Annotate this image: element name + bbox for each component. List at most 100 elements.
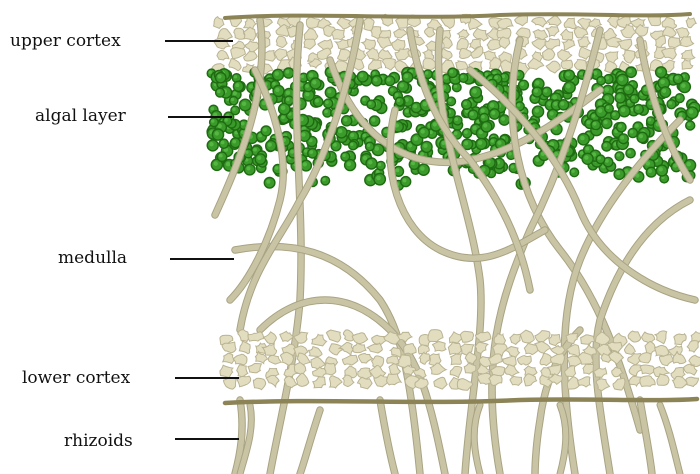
algal-cell-highlight: [281, 106, 286, 111]
algal-cell-highlight: [387, 78, 391, 82]
algal-cell-highlight: [324, 110, 328, 114]
lower-cortex-cell: [264, 332, 277, 344]
lower-cortex-cell: [489, 375, 502, 386]
algal-cell-highlight: [620, 136, 624, 140]
lower-cortex-cell: [239, 341, 250, 353]
algal-cell-highlight: [648, 169, 652, 173]
lower-cortex-cell: [640, 365, 655, 374]
algal-cell-highlight: [338, 129, 342, 133]
algal-cell-highlight: [266, 180, 270, 184]
lower-cortex-cell: [326, 330, 341, 342]
algal-cell-highlight: [606, 106, 609, 109]
lower-cortex-cell: [342, 355, 358, 365]
algal-cell-highlight: [304, 149, 307, 152]
algal-cell-highlight: [490, 103, 495, 108]
algal-cell-highlight: [347, 162, 351, 166]
lower-cortex-cell: [384, 332, 400, 345]
algal-cell-highlight: [511, 165, 515, 169]
algal-cell-highlight: [461, 75, 464, 78]
algal-cell-highlight: [281, 115, 285, 119]
algal-cell-highlight: [598, 156, 601, 159]
algal-cell-highlight: [604, 120, 608, 124]
algal-cell-highlight: [413, 104, 417, 108]
algal-cell-highlight: [621, 108, 626, 113]
upper-cortex-cell: [546, 61, 560, 73]
lower-cortex-cell: [578, 377, 590, 387]
algal-cell-highlight: [628, 69, 632, 73]
lower-cortex-cell: [628, 331, 641, 342]
algal-cell-highlight: [681, 83, 686, 88]
algal-cell-highlight: [400, 83, 404, 87]
hypha-strand: [380, 400, 395, 474]
algal-cell-highlight: [367, 144, 370, 147]
upper-cortex-cell: [458, 29, 469, 38]
upper-cortex-cell: [686, 18, 696, 28]
algal-cell-highlight: [249, 84, 253, 88]
lower-cortex-label: lower cortex: [22, 368, 130, 388]
algal-cell-highlight: [312, 80, 316, 84]
lower-cortex-cell: [451, 354, 462, 365]
upper-cortex-cell: [497, 19, 513, 29]
upper-cortex-cell: [276, 36, 287, 47]
algal-cell-highlight: [327, 89, 331, 93]
lower-cortex-cell: [640, 376, 655, 387]
algal-cell-highlight: [217, 74, 221, 78]
upper-cortex-cell: [558, 50, 572, 62]
algal-cell-highlight: [233, 91, 237, 95]
upper-cortex-cell: [244, 27, 256, 40]
algal-cell-highlight: [481, 115, 485, 119]
algal-cell-highlight: [408, 143, 412, 147]
lower-cortex-cell: [390, 347, 401, 357]
algal-cell-highlight: [617, 95, 621, 99]
algal-cell-highlight: [390, 88, 394, 92]
algal-cell-highlight: [209, 142, 213, 146]
algal-cell-highlight: [478, 141, 482, 145]
algal-cell-highlight: [420, 152, 424, 156]
lower-cortex-cell: [434, 377, 447, 389]
algal-cell-highlight: [497, 141, 501, 145]
algal-cell-highlight: [566, 84, 571, 89]
algal-cell-highlight: [226, 162, 231, 167]
algal-cell-highlight: [376, 176, 381, 181]
lower-cortex-cell: [358, 377, 373, 389]
algal-cell-highlight: [421, 129, 425, 133]
lower-cortex-cell: [313, 377, 326, 388]
algal-cell-highlight: [636, 106, 640, 110]
algal-cell-highlight: [371, 118, 375, 122]
algal-cell-highlight: [517, 103, 521, 107]
algal-cell-highlight: [403, 178, 407, 182]
algal-cell-highlight: [214, 161, 218, 165]
lower-cortex-leader-line: [175, 377, 239, 379]
algal-cell-highlight: [628, 150, 632, 154]
algal-cell-highlight: [464, 141, 468, 145]
lower-cortex-cell: [404, 344, 416, 355]
lower-cortex-cell: [567, 377, 579, 389]
algal-cell-highlight: [658, 69, 662, 73]
lower-cortex-cell: [654, 331, 666, 344]
algal-cell-highlight: [322, 178, 325, 181]
medulla-label: medulla: [58, 248, 127, 268]
lower-cortex-cell: [284, 376, 297, 388]
algal-cell-highlight: [234, 75, 237, 78]
algal-cell-highlight: [374, 78, 378, 82]
upper-cortex-cell: [394, 29, 408, 38]
upper-cortex-cell: [561, 29, 573, 40]
upper-cortex-cell: [377, 37, 391, 48]
lower-cortex-cell: [449, 332, 462, 343]
lower-surface-line: [225, 399, 697, 403]
algal-cell-highlight: [275, 71, 279, 75]
upper-cortex-cell: [245, 41, 259, 52]
upper-cortex-cell: [528, 58, 544, 69]
algal-cell-highlight: [350, 133, 354, 137]
lower-cortex-cell: [358, 353, 372, 363]
lower-cortex-cell: [280, 331, 294, 341]
algal-cell-highlight: [367, 177, 371, 181]
algal-cell-highlight: [598, 78, 601, 81]
algal-cell-highlight: [444, 76, 448, 80]
lower-cortex-cell: [419, 352, 429, 364]
algal-cell-highlight: [580, 136, 585, 141]
algal-cell-highlight: [303, 162, 307, 166]
lower-cortex-cell: [581, 335, 595, 344]
algal-cell-highlight: [686, 162, 691, 167]
lower-cortex-cell: [450, 366, 462, 377]
